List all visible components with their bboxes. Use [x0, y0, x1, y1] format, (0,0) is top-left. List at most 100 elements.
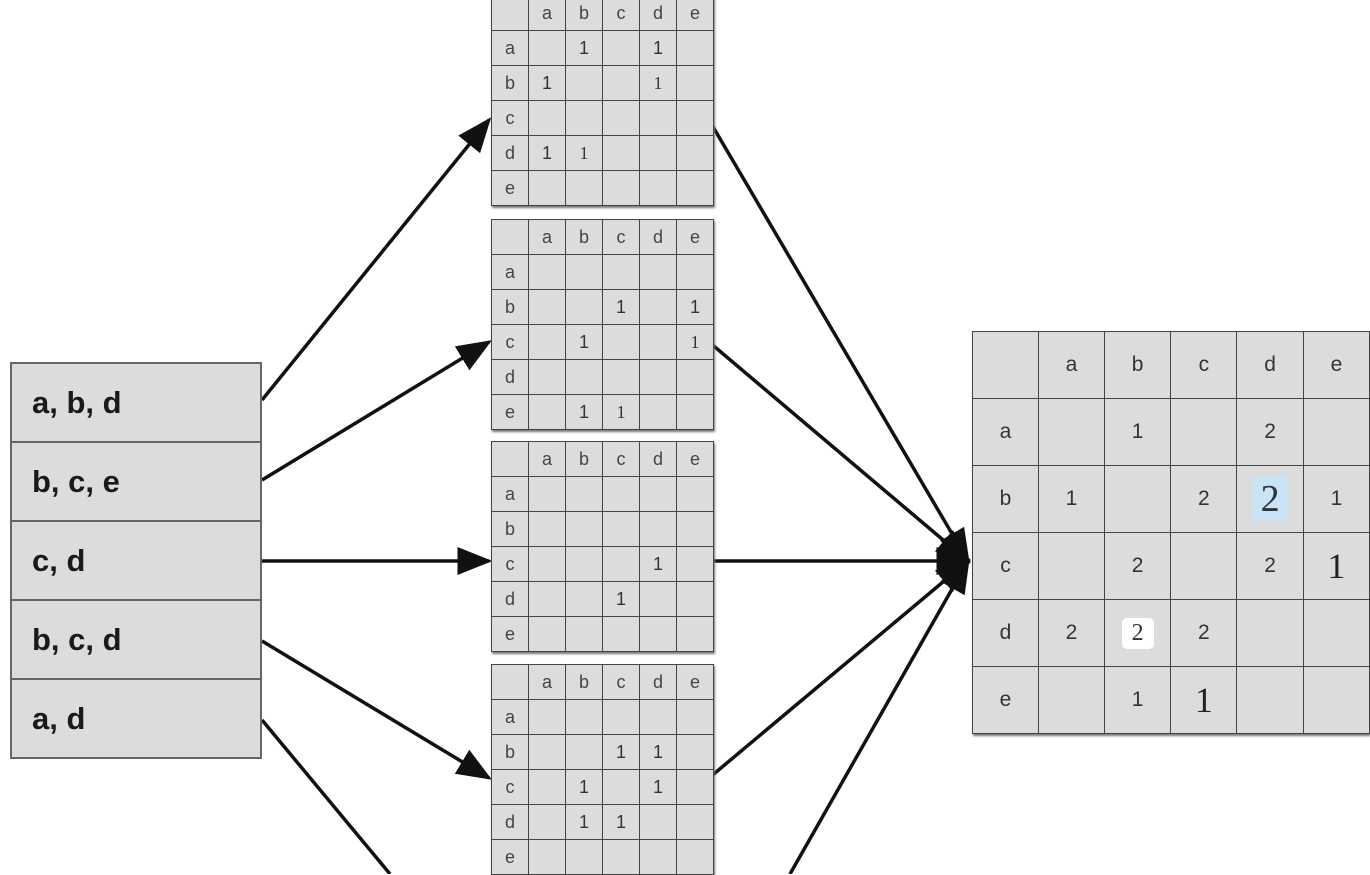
matrix-cell [602, 546, 640, 582]
matrix-cell: 1 [1103, 398, 1172, 466]
matrix-row: e [491, 839, 714, 875]
matrix-cell [565, 65, 603, 101]
row-header: d [491, 581, 529, 617]
matrix-cell [528, 804, 566, 840]
matrix-cell: 1 [1037, 465, 1105, 533]
matrix-cell [676, 100, 714, 136]
column-header: d [639, 664, 677, 700]
matrix-cell [528, 289, 566, 325]
matrix-row: e [491, 170, 714, 206]
matrix-cell [639, 254, 677, 290]
column-header: b [565, 441, 603, 477]
matrix-row: d [491, 359, 714, 395]
matrix-cell [565, 476, 603, 512]
matrix-cell: 1 [565, 769, 603, 805]
matrix-cell: 1 [602, 581, 640, 617]
matrix-cell [676, 170, 714, 206]
column-header [491, 441, 529, 477]
column-header: b [565, 664, 603, 700]
column-header [491, 219, 529, 255]
matrix-cell [676, 546, 714, 582]
matrix-cell [565, 616, 603, 652]
row-header: b [491, 734, 529, 770]
column-header: e [676, 0, 714, 31]
column-header: d [1236, 331, 1304, 399]
column-header: a [528, 219, 566, 255]
matrix-cell [565, 839, 603, 875]
matrix-cell: 1 [528, 135, 566, 171]
matrix-cell [565, 359, 603, 395]
matrix-cell: 2 [1103, 532, 1172, 600]
itemset-list: a, b, d b, c, e c, d b, c, d a, d [10, 362, 262, 759]
matrix-cell [639, 289, 677, 325]
row-header: c [491, 546, 529, 582]
matrix-cell: 2 [1236, 398, 1304, 466]
matrix-cell: 1 [676, 324, 714, 360]
matrix-cell: 2 [1103, 599, 1172, 667]
matrix-cell [565, 170, 603, 206]
row-header: e [972, 666, 1039, 734]
matrix-cell [676, 30, 714, 66]
matrix-cell [602, 324, 640, 360]
matrix-cell [639, 324, 677, 360]
matrix-cell [565, 511, 603, 547]
matrix-cell [676, 511, 714, 547]
row-header: b [491, 65, 529, 101]
matrix-cell [639, 839, 677, 875]
matrix-cell [1037, 532, 1105, 600]
arrow-offscreen-to-result [788, 557, 970, 874]
itemset-row: a, d [32, 700, 86, 736]
row-header: a [491, 699, 529, 735]
arrow-matrix2-to-result [707, 340, 971, 564]
matrix-cell [528, 30, 566, 66]
row-header: a [491, 254, 529, 290]
column-header: e [676, 219, 714, 255]
row-header: a [491, 30, 529, 66]
matrix-cell [528, 839, 566, 875]
matrix-cell: 1 [602, 804, 640, 840]
column-header: b [1103, 331, 1172, 399]
matrix-cell [528, 581, 566, 617]
matrix-cell: 2 [1037, 599, 1105, 667]
matrix-cell [565, 734, 603, 770]
matrix-cell: 1 [639, 30, 677, 66]
column-header [972, 331, 1039, 399]
arrow-set4-to-matrix4 [261, 639, 492, 780]
matrix-cell: 1 [639, 546, 677, 582]
matrix-cell [528, 546, 566, 582]
matrix-cell [639, 511, 677, 547]
matrix-cell [602, 254, 640, 290]
matrix-cell [565, 581, 603, 617]
matrix-cell [1170, 532, 1238, 600]
matrix-cell [1302, 398, 1370, 466]
matrix-cell: 1 [1302, 532, 1370, 600]
column-header: d [639, 219, 677, 255]
matrix-cell [1170, 398, 1238, 466]
matrix-cell: 1 [602, 289, 640, 325]
matrix-cell [676, 359, 714, 395]
row-header: d [972, 599, 1039, 667]
row-header: d [491, 359, 529, 395]
matrix-cell [528, 769, 566, 805]
matrix-cell [565, 289, 603, 325]
matrix-cell [676, 734, 714, 770]
matrix-cell: 1 [639, 65, 677, 101]
matrix-cell [676, 476, 714, 512]
matrix-cell [565, 546, 603, 582]
matrix-cell [528, 100, 566, 136]
arrow-matrix4-to-result [707, 558, 971, 780]
matrix-cell: 2 [1236, 465, 1304, 533]
matrix-cell [639, 699, 677, 735]
column-header: d [639, 441, 677, 477]
matrix-cell [565, 100, 603, 136]
